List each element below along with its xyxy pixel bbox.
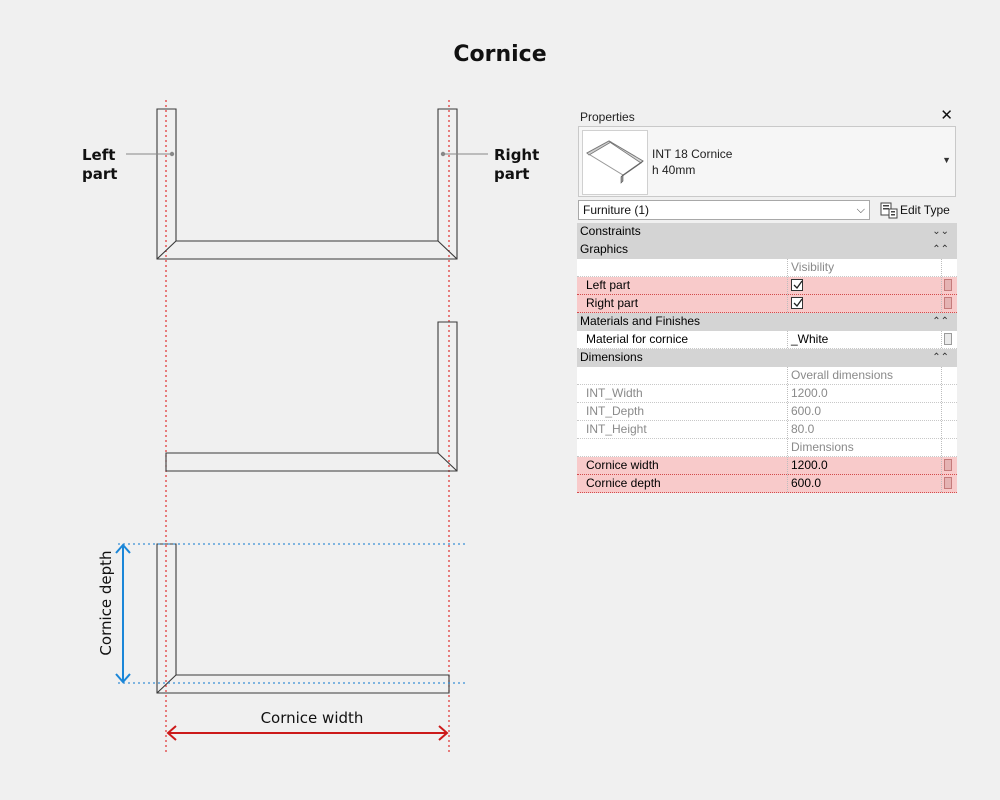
section-constraints[interactable]: Constraints ⌄⌄ <box>577 223 957 241</box>
cornice-thumbnail-icon <box>586 140 644 184</box>
right-part-label-text: Right part <box>494 146 540 183</box>
left-part-label-text: Left part <box>82 146 118 183</box>
depth-arrow <box>115 543 131 684</box>
right-part-label: Right part <box>494 146 544 184</box>
right-part-leader-dot <box>440 151 446 157</box>
chevron-down-icon[interactable]: ▼ <box>942 155 951 165</box>
row-cornice-depth: Cornice depth 600.0 <box>577 475 957 493</box>
section-graphics[interactable]: Graphics ⌃⌃ <box>577 241 957 259</box>
overall-dimensions-header: Overall dimensions <box>791 368 894 382</box>
cornice-both-parts <box>156 108 458 260</box>
cornice-left-part-only <box>156 543 450 694</box>
properties-header: Properties <box>580 110 635 124</box>
left-part-leader-dot <box>169 151 175 157</box>
associate-parameter-button[interactable] <box>944 459 952 471</box>
associate-parameter-button[interactable] <box>944 279 952 291</box>
type-name-line2: h 40mm <box>652 163 696 177</box>
collapse-icon: ⌃⌃ <box>932 244 949 255</box>
type-thumbnail <box>582 130 648 195</box>
collapse-icon: ⌃⌃ <box>932 316 949 327</box>
row-overall-header: Overall dimensions <box>577 367 957 385</box>
type-name-line1: INT 18 Cornice <box>652 147 733 161</box>
row-int-width: INT_Width 1200.0 <box>577 385 957 403</box>
right-part-param-label: Right part <box>586 296 639 310</box>
type-selector[interactable]: INT 18 Cornice h 40mm ▼ <box>578 126 956 197</box>
int-height-label: INT_Height <box>586 422 647 436</box>
int-width-value: 1200.0 <box>791 386 828 400</box>
edit-type-button[interactable]: Edit Type <box>878 200 954 220</box>
section-dimensions[interactable]: Dimensions ⌃⌃ <box>577 349 957 367</box>
int-width-label: INT_Width <box>586 386 643 400</box>
cornice-width-param-label: Cornice width <box>586 458 659 472</box>
left-part-checkbox[interactable] <box>791 279 803 291</box>
left-part-param-label: Left part <box>586 278 631 292</box>
checkmark-icon <box>793 298 803 308</box>
cornice-width-label: Cornice width <box>260 709 364 727</box>
row-dimensions-header: Dimensions <box>577 439 957 457</box>
int-depth-value: 600.0 <box>791 404 822 418</box>
category-filter-select[interactable]: Furniture (1) ⌵ <box>578 200 870 220</box>
associate-parameter-button[interactable] <box>944 333 952 345</box>
expand-icon: ⌄⌄ <box>932 226 949 237</box>
section-graphics-label: Graphics <box>580 242 629 256</box>
type-name: INT 18 Cornice h 40mm <box>652 146 732 178</box>
category-selected-value: Furniture (1) <box>583 203 650 217</box>
int-height-value: 80.0 <box>791 422 815 436</box>
int-depth-label: INT_Depth <box>586 404 645 418</box>
cornice-right-part-only <box>165 321 458 472</box>
width-arrow <box>166 725 449 741</box>
section-materials[interactable]: Materials and Finishes ⌃⌃ <box>577 313 957 331</box>
left-part-label: Left part <box>82 146 122 184</box>
row-left-part: Left part <box>577 277 957 295</box>
page-title: Cornice <box>453 42 547 67</box>
edit-type-icon <box>880 202 898 219</box>
cornice-depth-value[interactable]: 600.0 <box>791 476 822 490</box>
section-constraints-label: Constraints <box>580 224 641 238</box>
material-value[interactable]: _White <box>791 332 829 346</box>
collapse-icon: ⌃⌃ <box>932 352 949 363</box>
section-materials-label: Materials and Finishes <box>580 314 701 328</box>
close-icon[interactable]: ✕ <box>940 107 953 124</box>
row-int-depth: INT_Depth 600.0 <box>577 403 957 421</box>
properties-grid: Constraints ⌄⌄ Graphics ⌃⌃ Visibility Le… <box>577 223 957 493</box>
associate-parameter-button[interactable] <box>944 297 952 309</box>
dimensions-header-label: Dimensions <box>791 440 854 454</box>
row-right-part: Right part <box>577 295 957 313</box>
section-dimensions-label: Dimensions <box>580 350 643 364</box>
associate-parameter-button[interactable] <box>944 477 952 489</box>
row-visibility-header: Visibility <box>577 259 957 277</box>
cornice-width-value[interactable]: 1200.0 <box>791 458 828 472</box>
material-param-label: Material for cornice <box>586 332 689 346</box>
row-cornice-width: Cornice width 1200.0 <box>577 457 957 475</box>
right-part-checkbox[interactable] <box>791 297 803 309</box>
chevron-down-icon: ⌵ <box>856 204 865 216</box>
checkmark-icon <box>793 280 803 290</box>
cornice-depth-param-label: Cornice depth <box>586 476 661 490</box>
cornice-depth-label: Cornice depth <box>97 550 115 656</box>
properties-panel: Properties ✕ INT 18 Cornice h 40mm ▼ Fur… <box>576 107 959 495</box>
visibility-header-label: Visibility <box>791 260 835 274</box>
row-material: Material for cornice _White <box>577 331 957 349</box>
edit-type-label: Edit Type <box>900 203 950 217</box>
row-int-height: INT_Height 80.0 <box>577 421 957 439</box>
